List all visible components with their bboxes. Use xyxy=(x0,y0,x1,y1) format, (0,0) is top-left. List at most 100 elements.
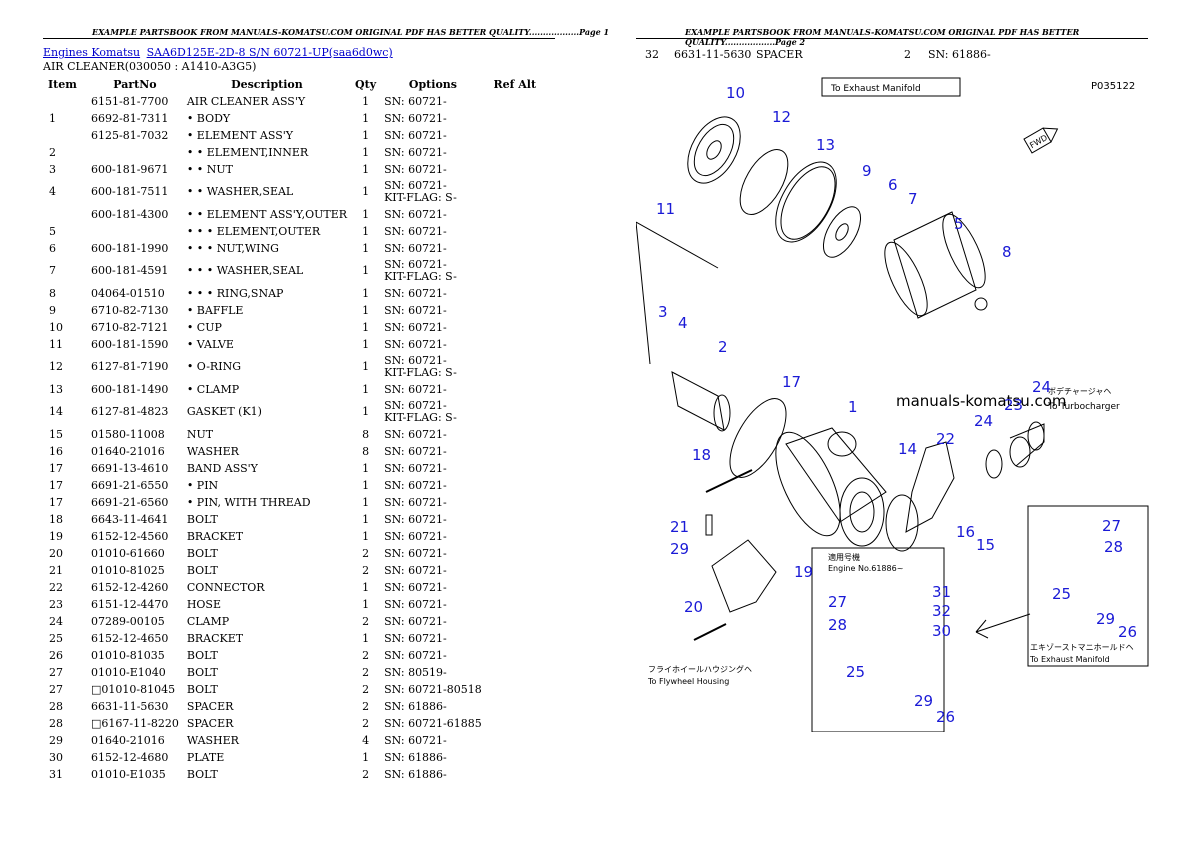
cell-item: 21 xyxy=(49,563,63,577)
cell-partno: 6151-81-7700 xyxy=(91,94,169,108)
label-turbo-jp: ボデチャージャヘ xyxy=(1048,386,1111,396)
options-sn: SN: 60721- xyxy=(384,444,447,458)
options-sn: SN: 60721- xyxy=(384,145,447,159)
cell-description: • ELEMENT ASS'Y xyxy=(186,128,294,142)
cell-partno: 600-181-7511 xyxy=(91,185,169,198)
callout-number: 11 xyxy=(656,200,675,218)
callout-number: 3 xyxy=(658,303,668,321)
callout-number: 16 xyxy=(956,523,975,541)
label-exhaust: To Exhaust Manifold xyxy=(1029,655,1110,664)
cell-options: SN: 60721-80518 xyxy=(380,681,486,698)
callout-number: 30 xyxy=(932,622,951,640)
cell-refalt xyxy=(486,110,544,127)
cell-item: 24 xyxy=(49,614,63,628)
cell-options: SN: 60721- xyxy=(380,596,486,613)
cell-refalt xyxy=(486,494,544,511)
cell-item: 25 xyxy=(49,631,63,645)
callout-number: 29 xyxy=(1096,610,1115,628)
bolt-18 xyxy=(705,469,753,493)
options-sn: SN: 80519- xyxy=(384,665,447,679)
cell-refalt xyxy=(486,664,544,681)
cell-partno: 6691-21-6550 xyxy=(91,478,169,492)
cell-partno xyxy=(87,144,183,161)
options-sn: SN: 60721- xyxy=(384,399,447,412)
label-engine-no-jp: 適用号機 xyxy=(828,552,860,562)
breadcrumb-link-engines[interactable]: Engines Komatsu xyxy=(43,46,141,59)
breadcrumb-link-model[interactable]: SAA6D125E-2D-8 S/N 60721-UP(saa6d0wc) xyxy=(146,46,393,59)
cell-options: SN: 80519- xyxy=(380,664,486,681)
callout-number: 29 xyxy=(914,692,933,710)
cell-item: 17 xyxy=(49,495,63,509)
cell-item xyxy=(41,93,87,110)
table-header-row: Item PartNo Description Qty Options Ref … xyxy=(41,76,544,93)
part-hose-turbo xyxy=(985,421,1045,479)
cell-description: • PIN, WITH THREAD xyxy=(186,495,311,509)
cell-description: • • NUT xyxy=(186,162,234,176)
cell-qty: 2 xyxy=(362,767,370,781)
cell-description: HOSE xyxy=(186,597,221,611)
cell-partno: 04064-01510 xyxy=(91,286,165,300)
callout-number: 24 xyxy=(974,412,993,430)
cell-description: • BODY xyxy=(186,111,231,125)
label-flywheel-jp: フライホイールハウジングヘ xyxy=(648,664,752,674)
page-subtitle: AIR CLEANER(030050 : A1410-A3G5) xyxy=(43,60,257,73)
cell-qty: 2 xyxy=(362,699,370,713)
cell-partno: □01010-81045 xyxy=(91,682,176,696)
cell-options: SN: 60721- xyxy=(380,613,486,630)
cell-qty: 1 xyxy=(362,185,370,198)
callout-number: 12 xyxy=(772,108,791,126)
cell-options: SN: 60721- xyxy=(380,206,486,223)
cell-qty: 1 xyxy=(362,241,370,255)
callout-number: 8 xyxy=(1002,243,1012,261)
cell-qty: 1 xyxy=(362,303,370,317)
cell-refalt xyxy=(486,766,544,783)
page1-header: EXAMPLE PARTSBOOK FROM MANUALS-KOMATSU.C… xyxy=(92,27,610,37)
cell-refalt xyxy=(486,511,544,528)
cell-options: SN: 60721- xyxy=(380,579,486,596)
cell-qty: 2 xyxy=(362,614,370,628)
cell-description: BOLT xyxy=(186,665,218,679)
cell-refalt xyxy=(486,178,544,206)
cell-qty: 1 xyxy=(362,162,370,176)
label-flywheel: To Flywheel Housing xyxy=(647,677,729,686)
cell-options: SN: 60721-KIT-FLAG: S- xyxy=(380,178,486,206)
cell-partno: 600-181-4300 xyxy=(91,207,169,221)
part-body xyxy=(775,427,887,547)
cell-item: 20 xyxy=(49,546,63,560)
options-sn: SN: 60721- xyxy=(384,382,447,396)
cell-options: SN: 60721- xyxy=(380,545,486,562)
part-baffle xyxy=(822,206,862,258)
cell-qty: 8 xyxy=(362,444,370,458)
cell-item: 10 xyxy=(49,320,63,334)
cell-item: 1 xyxy=(49,111,56,125)
cell-partno: 600-181-4591 xyxy=(91,264,169,277)
cell-qty: 1 xyxy=(362,128,370,142)
cell-description: • • • WASHER,SEAL xyxy=(186,264,304,277)
cell-item: 5 xyxy=(49,224,56,238)
cell-item: 4 xyxy=(49,185,56,198)
cell-options: SN: 60721-61885 xyxy=(380,715,486,732)
callout-number: 27 xyxy=(1102,517,1121,535)
cell-description: BOLT xyxy=(186,546,218,560)
cell-refalt xyxy=(486,545,544,562)
cell-description: GASKET (K1) xyxy=(186,405,262,418)
cell-options: SN: 61886- xyxy=(380,698,486,715)
cell-qty: 1 xyxy=(362,360,370,373)
cell-item: 8 xyxy=(49,286,56,300)
breadcrumb: Engines Komatsu SAA6D125E-2D-8 S/N 60721… xyxy=(43,46,393,59)
options-sn: SN: 60721- xyxy=(384,427,447,441)
cell-item: 12 xyxy=(49,360,63,373)
cell-options: SN: 60721- xyxy=(380,223,486,240)
cell-qty: 1 xyxy=(362,461,370,475)
cell-partno: 6631-11-5630 xyxy=(91,699,169,713)
cell-description: BOLT xyxy=(186,648,218,662)
